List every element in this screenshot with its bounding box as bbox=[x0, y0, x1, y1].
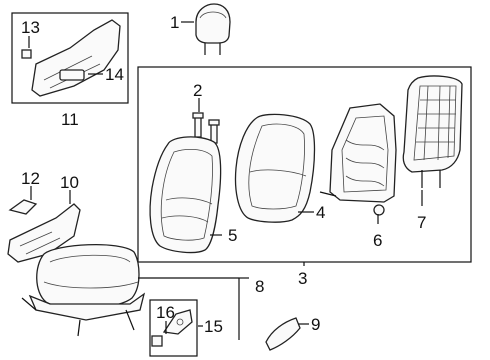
lever-icon bbox=[59, 69, 85, 81]
callout-7: 7 bbox=[417, 213, 426, 232]
clip-icon bbox=[8, 199, 38, 215]
callout-11: 11 bbox=[61, 110, 79, 129]
bracket-icon bbox=[162, 309, 193, 335]
callout-6: 6 bbox=[373, 231, 382, 250]
headrest-icon bbox=[195, 3, 231, 55]
backrest-cover-icon bbox=[234, 113, 316, 223]
side-shield-icon bbox=[7, 203, 81, 263]
group-box-15 bbox=[149, 299, 198, 357]
recliner-cover-icon bbox=[265, 317, 301, 351]
callout-1: 1 bbox=[170, 13, 179, 32]
callout-14: 14 bbox=[105, 65, 124, 84]
callout-5: 5 bbox=[228, 226, 237, 245]
callout-12: 12 bbox=[21, 169, 40, 188]
backrest-pad-icon bbox=[149, 136, 222, 254]
callout-2: 2 bbox=[193, 81, 202, 100]
bracket-clip-icon bbox=[151, 335, 163, 347]
callout-10: 10 bbox=[60, 173, 79, 192]
seat-cushion-icon bbox=[21, 243, 146, 337]
group-box-11 bbox=[11, 12, 129, 104]
leader-lines bbox=[28, 21, 423, 340]
shield-assembly-icon bbox=[31, 19, 121, 97]
callout-13: 13 bbox=[21, 18, 40, 37]
callout-3: 3 bbox=[298, 269, 307, 288]
callout-9: 9 bbox=[311, 315, 320, 334]
back-panel-icon bbox=[402, 75, 463, 188]
callout-16: 16 bbox=[156, 303, 175, 322]
backrest-frame-icon bbox=[319, 103, 397, 216]
headrest-guides-icon bbox=[192, 112, 220, 144]
small-clip-icon bbox=[21, 49, 32, 59]
callout-8: 8 bbox=[255, 277, 264, 296]
callout-4: 4 bbox=[316, 203, 325, 222]
callout-15: 15 bbox=[204, 317, 223, 336]
